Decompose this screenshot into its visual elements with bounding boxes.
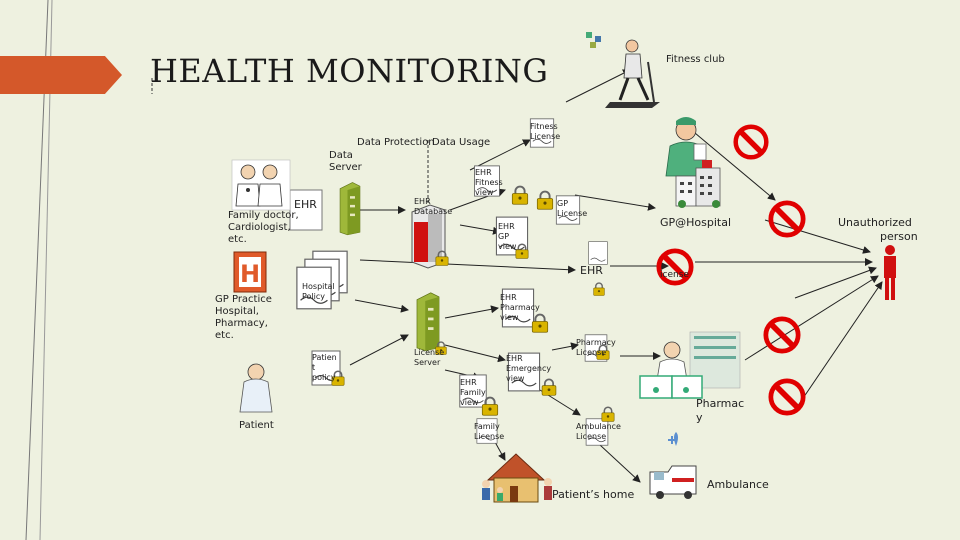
patient-policy-label-line2: t (312, 363, 316, 372)
data-server-label-line1: Data (329, 150, 353, 161)
ehr-right-label: EHR (580, 264, 603, 277)
gp-license-label-line2: License (557, 209, 588, 218)
hospital-policy-label-line2: Policy (302, 292, 326, 301)
license-server-label-line2: Server (414, 358, 441, 367)
no-entry-icon (771, 381, 803, 413)
ehr-pharmacy-view-label-line1: EHR (500, 293, 517, 302)
ehr-fitness-view-label-line3: view (475, 188, 494, 197)
house-icon (482, 453, 552, 503)
ehr-family-view-label-line3: view (460, 398, 479, 407)
connection-arrows (294, 69, 883, 483)
gp-license-label-line1: GP (557, 199, 569, 208)
ehr-gp-view-label-line3: view (498, 242, 517, 251)
license-server-folder-icon (416, 292, 440, 352)
patient-policy-label-line1: Patien (312, 353, 337, 362)
family-doctor-label-line1: Family doctor, (228, 210, 299, 221)
ehr-database-label-line1: EHR (414, 197, 431, 206)
data-protection-label: Data Protection (357, 137, 435, 148)
family-license-label-line2: License (474, 432, 505, 441)
pharmacy-label-line2: y (696, 411, 703, 424)
ehr-fitness-view-label-line2: Fitness (475, 178, 503, 187)
ambulance-icon (649, 432, 697, 499)
fitness-license-label-line2: License (530, 132, 561, 141)
gp-practice-label-line1: GP Practice (215, 294, 272, 305)
fitness-license-label-line1: Fitness (530, 122, 558, 131)
fitness-club-label: Fitness club (666, 54, 725, 65)
unauthorized-label-line1: Unauthorized (838, 216, 912, 229)
doctors-icon (231, 159, 291, 211)
ambulance-license-label-line1: Ambulance (576, 422, 621, 431)
gp-practice-label-line3: Pharmacy, (215, 318, 268, 329)
svg-text:H: H (240, 260, 260, 288)
ehr-emergency-view-label-line2: Emergency (506, 364, 552, 373)
pharmacist-icon (639, 331, 741, 399)
fitness-club-icon (586, 32, 660, 108)
ehr-left-label: EHR (294, 198, 317, 211)
ehr-right-document-icon (588, 241, 608, 265)
gp-practice-label-line4: etc. (215, 330, 234, 341)
ehr-folder-icon (289, 182, 361, 236)
pharmacy-license-label-line1: Pharmacy (576, 338, 616, 347)
server-tower-icon (411, 204, 446, 269)
ambulance-license-label-line2: License (576, 432, 607, 441)
nurse-icon (665, 117, 707, 177)
ehr-pharmacy-view-label-line3: view (500, 313, 519, 322)
title-accent-arrow (0, 56, 122, 94)
data-server-label-line2: Server (329, 162, 362, 173)
ehr-emergency-view-label-line3: view (506, 374, 525, 383)
no-entry-icon (766, 319, 798, 351)
hospital-building-icon (675, 160, 721, 208)
no-entry-icon (736, 127, 767, 158)
hospital-policy-label-line1: Hospital (302, 282, 335, 291)
no-entry-icon (771, 203, 803, 235)
hospital-sign-icon: H (233, 251, 267, 293)
family-doctor-label-line3: etc. (228, 234, 247, 245)
license-fragment-label: icense (660, 270, 689, 280)
page-title: HEALTH MONITORING (150, 52, 549, 90)
ehr-emergency-view-label-line1: EHR (506, 354, 523, 363)
pharmacy-license-label-line2: License (576, 348, 607, 357)
patients-home-label: Patient’s home (552, 488, 635, 501)
data-usage-label: Data Usage (432, 137, 491, 148)
ehr-family-view-label-line1: EHR (460, 378, 477, 387)
ehr-gp-view-label-line2: GP (498, 232, 510, 241)
patient-label: Patient (239, 420, 274, 431)
unauthorized-label-line2: person (880, 230, 918, 243)
license-server-label-line1: License (414, 348, 445, 357)
ehr-fitness-view-label-line1: EHR (475, 168, 492, 177)
ehr-database-label-line2: Database (414, 207, 453, 216)
patient-icon (239, 363, 273, 413)
gp-practice-label-line2: Hospital, (215, 306, 259, 317)
ehr-family-view-label-line2: Family (460, 388, 486, 397)
patient-policy-label-line3: policy (312, 373, 336, 382)
ambulance-label: Ambulance (707, 478, 769, 491)
pharmacy-label-line1: Pharmac (696, 397, 745, 410)
ehr-gp-view-label-line1: EHR (498, 222, 515, 231)
ehr-pharmacy-view-label-line2: Pharmacy (500, 303, 540, 312)
gp-hospital-label: GP@Hospital (660, 216, 732, 229)
family-license-label-line1: Family (474, 422, 500, 431)
unauthorized-person-icon (884, 245, 896, 300)
family-doctor-label-line2: Cardiologist, (228, 222, 291, 233)
